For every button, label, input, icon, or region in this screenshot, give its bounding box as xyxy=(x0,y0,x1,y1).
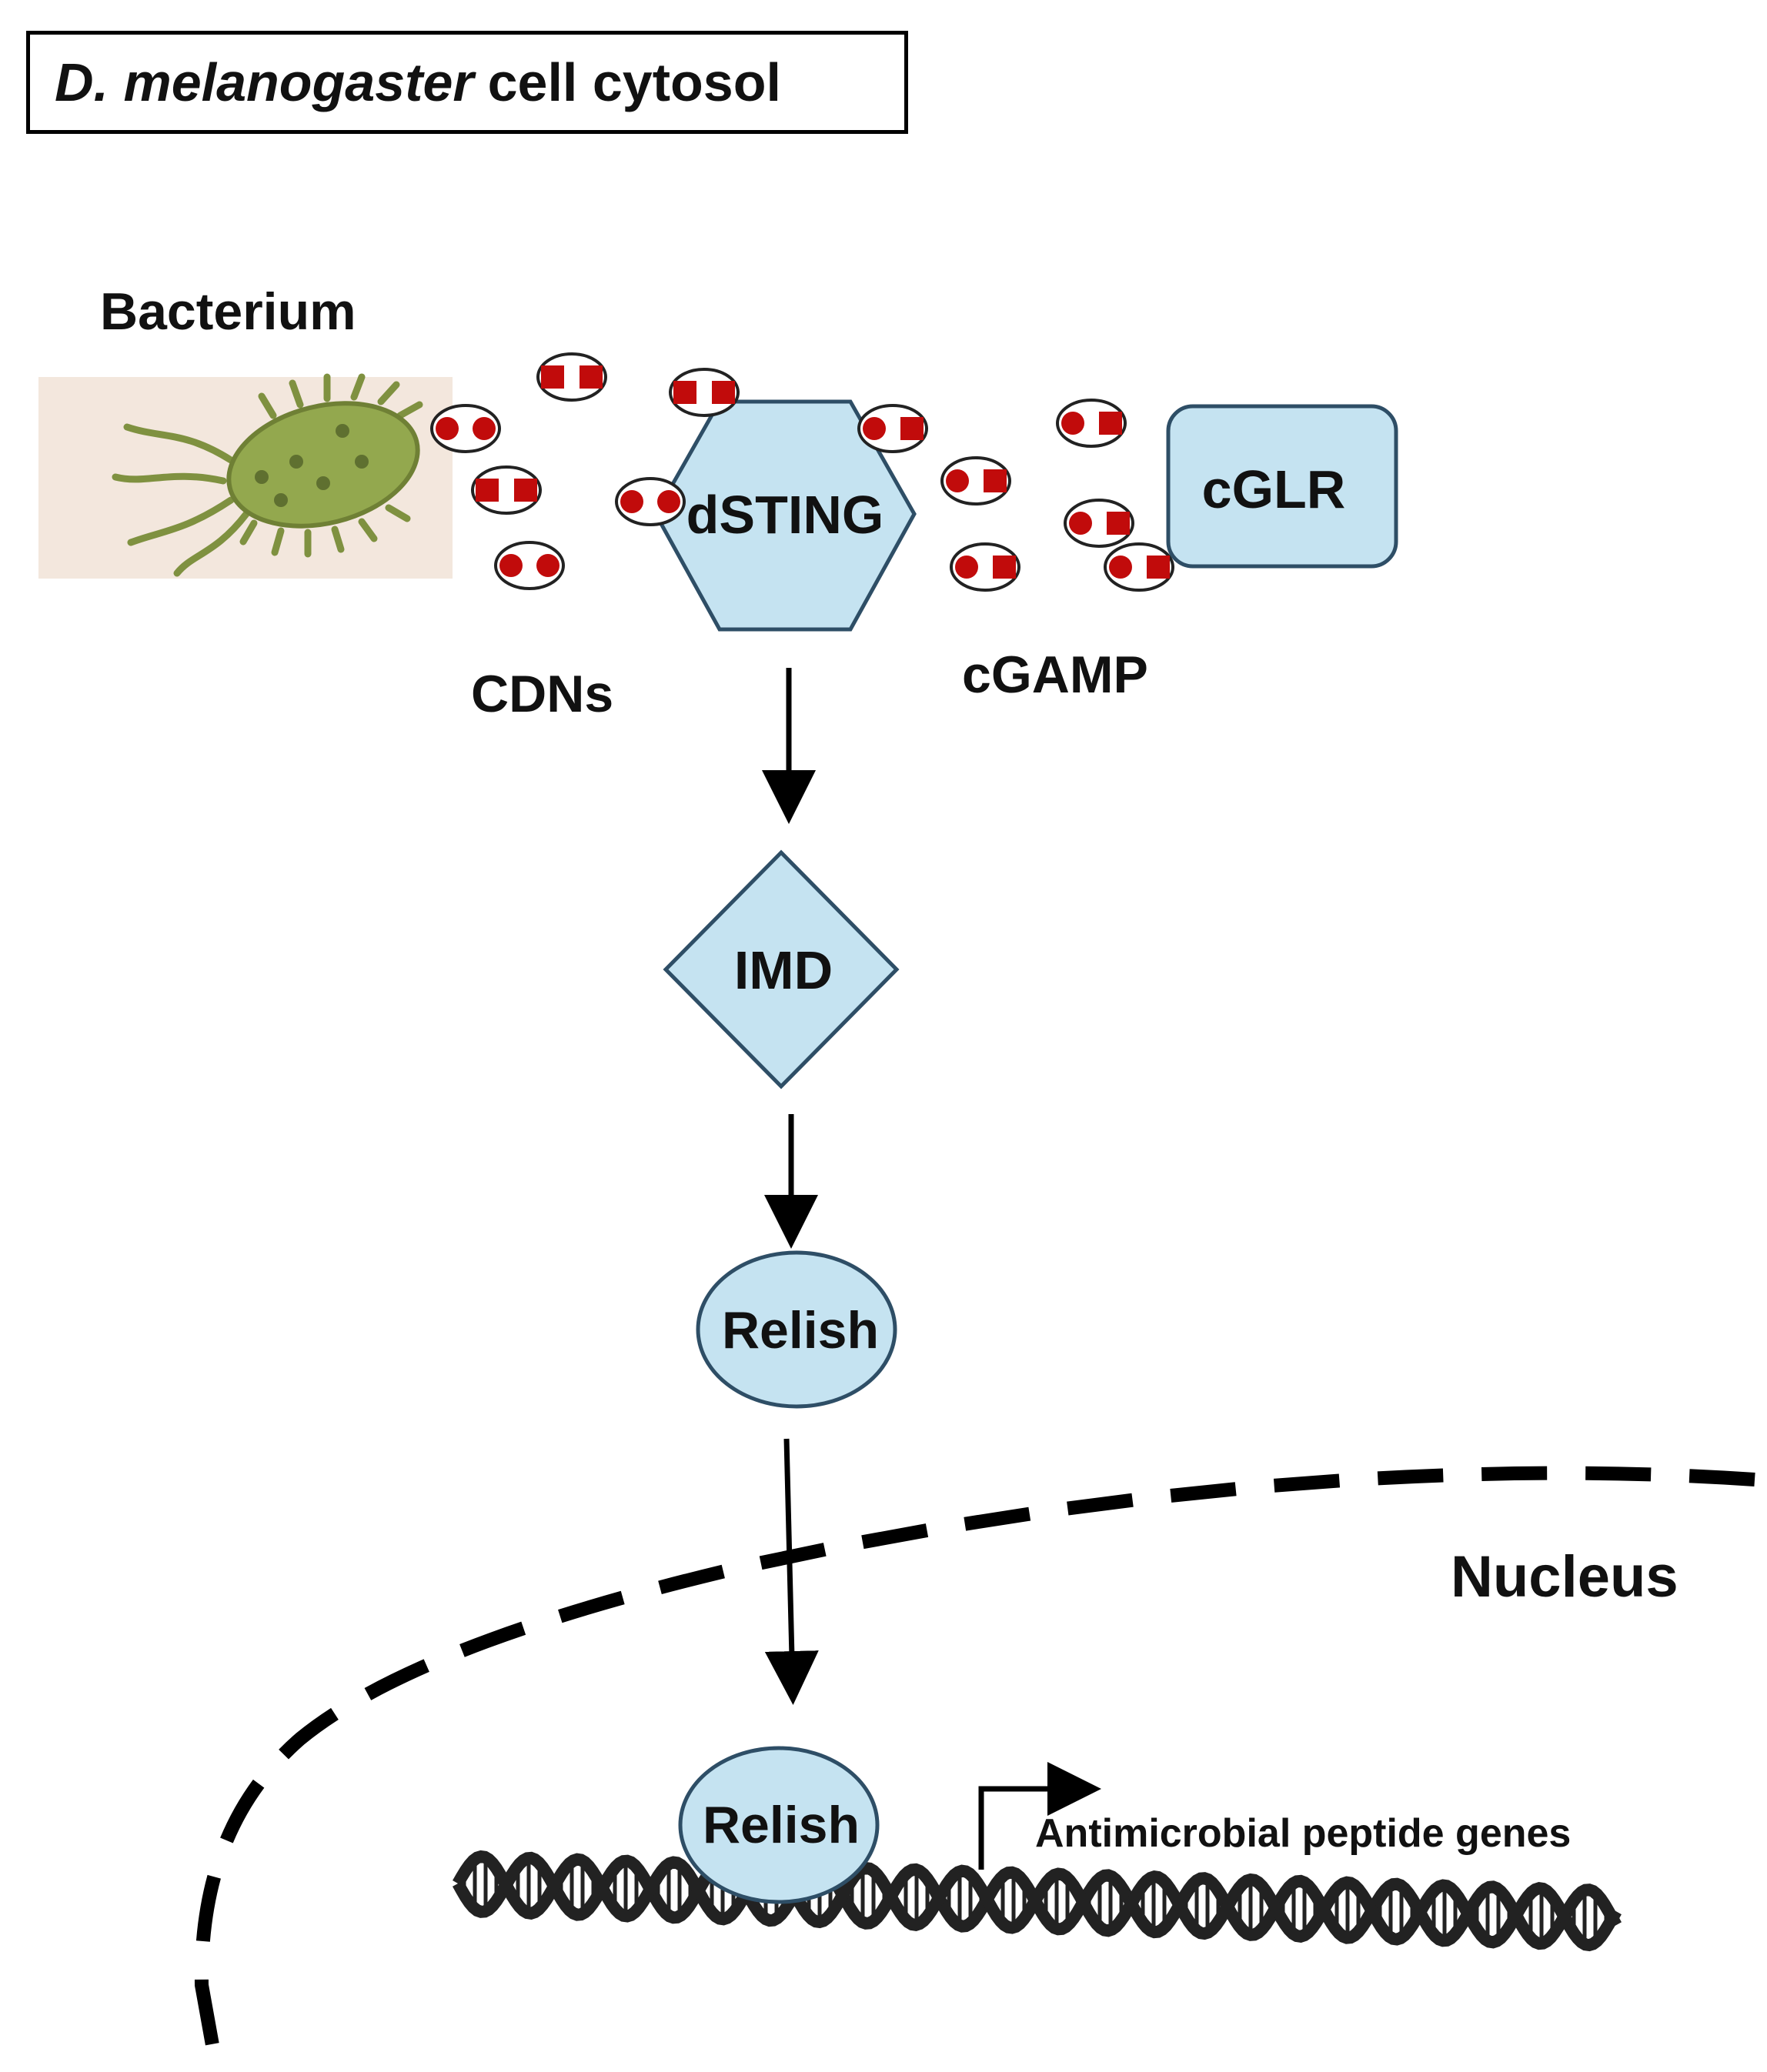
cdn-molecule xyxy=(494,541,565,590)
compartment-title: D. melanogaster cell cytosol xyxy=(26,31,908,134)
cgamp-molecule xyxy=(1104,542,1174,592)
cgamp-molecules xyxy=(471,352,1174,592)
imd-adaptor xyxy=(663,849,900,1089)
cdn-molecule-squares xyxy=(669,368,740,417)
species-name: D. melanogaster xyxy=(55,52,474,112)
dna-helix xyxy=(452,1850,1622,1952)
cdn-molecule xyxy=(430,404,501,453)
cgamp-molecule xyxy=(1064,499,1134,548)
cgamp-molecule xyxy=(1056,399,1127,448)
relish-nucleus-label: Relish xyxy=(703,1796,860,1854)
arrow-relish-translocation xyxy=(764,1438,819,1705)
cgamp-molecule xyxy=(950,542,1020,592)
compartment-name: cell cytosol xyxy=(487,52,781,112)
cdn-molecule xyxy=(615,477,686,526)
cdn-molecule-squares xyxy=(471,465,542,515)
cgamp-label: cGAMP xyxy=(962,646,1148,704)
cgamp-molecule xyxy=(940,456,1011,505)
nucleus-label: Nucleus xyxy=(1451,1544,1678,1610)
bacterium-label: Bacterium xyxy=(100,282,356,341)
relish-cytosolic xyxy=(696,1250,897,1409)
cdns-label: CDNs xyxy=(471,665,613,723)
transcription-start-arrow xyxy=(978,1762,1101,1870)
cdn-molecules xyxy=(430,404,686,590)
relish-nuclear xyxy=(678,1746,880,1904)
relish-cytosol-label: Relish xyxy=(722,1301,879,1360)
bacterium-icon xyxy=(38,373,453,579)
cgamp-molecule xyxy=(857,404,928,453)
cglr-enzyme xyxy=(1166,404,1398,569)
cdn-molecule-squares xyxy=(536,352,607,402)
genes-label: Antimicrobial peptide genes xyxy=(1035,1811,1571,1856)
cglr-label: cGLR xyxy=(1202,459,1346,519)
dsting-label: dSTING xyxy=(686,485,884,545)
imd-label: IMD xyxy=(734,940,833,1000)
nuclear-envelope xyxy=(194,1466,1755,2064)
